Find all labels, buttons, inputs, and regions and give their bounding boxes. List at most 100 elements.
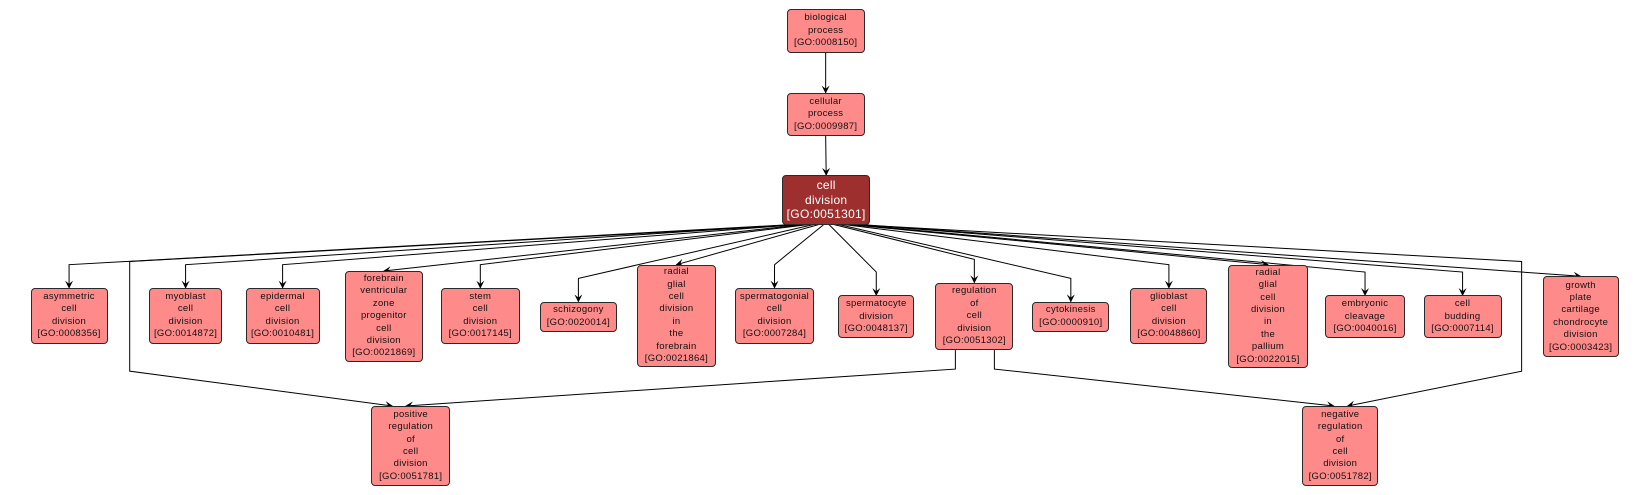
edge-arrow bbox=[770, 224, 824, 289]
edge-arrow bbox=[405, 350, 956, 410]
go-id: [GO:0048860] bbox=[1137, 328, 1201, 340]
term-name-line: division bbox=[1323, 458, 1358, 470]
term-name-line: embryonic bbox=[1341, 298, 1389, 310]
term-name-line: epidermal bbox=[260, 291, 305, 302]
term-name-line: of bbox=[406, 433, 415, 445]
go-id: [GO:0051302] bbox=[942, 334, 1006, 346]
edge-arrow bbox=[129, 224, 802, 409]
term-name-line: cartilage bbox=[1561, 304, 1600, 316]
edge-arrow bbox=[675, 224, 819, 267]
term-name-line: division bbox=[265, 315, 300, 327]
go-id: [GO:0010481] bbox=[250, 328, 315, 340]
term-name-line: cellular bbox=[809, 95, 842, 107]
term-name-line: cell bbox=[766, 303, 783, 315]
term-name-line: division bbox=[168, 315, 203, 327]
term-name-line: pallium bbox=[1251, 341, 1285, 353]
term-name-line: division bbox=[659, 303, 694, 315]
go-id: [GO:0051301] bbox=[786, 207, 866, 222]
go-id: [GO:0051781] bbox=[379, 470, 443, 482]
edge-arrow bbox=[839, 224, 1075, 303]
term-name-line: radial bbox=[663, 266, 689, 278]
go-id: [GO:0021864] bbox=[644, 353, 709, 365]
go-id: [GO:0000910] bbox=[1039, 316, 1103, 328]
term-name-line: negative bbox=[1321, 408, 1360, 420]
term-name-line: division bbox=[859, 310, 894, 322]
term-name-line: cell bbox=[472, 303, 489, 315]
term-name-line: process bbox=[807, 108, 844, 120]
term-name-line: cell bbox=[1454, 298, 1471, 310]
term-name-line: biological bbox=[804, 12, 847, 24]
term-name-line: cell bbox=[668, 291, 685, 302]
term-name-line: in bbox=[1264, 316, 1272, 328]
go-id: [GO:0040016] bbox=[1333, 323, 1397, 335]
go-id: [GO:0051782] bbox=[1308, 470, 1372, 482]
go-id: [GO:0009987] bbox=[794, 120, 858, 132]
term-name-line: radial bbox=[1255, 266, 1281, 278]
edge-arrow bbox=[278, 224, 798, 289]
term-name-line: forebrain bbox=[363, 272, 404, 284]
edge-arrow bbox=[860, 224, 1467, 297]
term-name-line: of bbox=[970, 297, 979, 309]
edge-arrow bbox=[383, 224, 803, 275]
go-id: [GO:0022015] bbox=[1236, 353, 1300, 365]
term-name-line: division bbox=[957, 322, 992, 334]
term-name-line: cell bbox=[177, 303, 194, 315]
edge-arrow bbox=[828, 224, 881, 297]
edge-arrow bbox=[844, 224, 1173, 289]
term-name-line: cytokinesis bbox=[1045, 304, 1096, 316]
term-name-line: process bbox=[807, 24, 844, 36]
go-id: [GO:0008356] bbox=[37, 328, 101, 340]
term-name-line: division bbox=[463, 315, 498, 327]
go-id: [GO:0008150] bbox=[794, 37, 858, 49]
go-id: [GO:0021869] bbox=[352, 347, 416, 359]
term-name-line: budding bbox=[1444, 310, 1481, 322]
go-id: [GO:0020014] bbox=[546, 316, 611, 328]
term-name-line: division bbox=[1563, 329, 1598, 341]
term-name-line: of bbox=[1335, 433, 1345, 445]
edge-arrow bbox=[854, 224, 1523, 409]
term-name-line: in bbox=[672, 315, 681, 327]
term-name-line: cell bbox=[274, 303, 291, 315]
term-name-line: schizogony bbox=[553, 304, 604, 316]
term-name-line: regulation bbox=[388, 421, 434, 433]
edge-arrow bbox=[181, 224, 793, 289]
edge-arrow bbox=[574, 224, 814, 303]
edge-arrow bbox=[822, 136, 831, 176]
go-id: [GO:0014872] bbox=[153, 328, 218, 340]
term-name-line: cell bbox=[402, 446, 419, 458]
term-name-line: cell bbox=[966, 310, 983, 322]
go-term-node[interactable]: schizogony[GO:0020014] bbox=[539, 301, 617, 333]
term-name-line: division bbox=[393, 458, 428, 470]
term-name-line: progenitor bbox=[360, 310, 407, 322]
go-id: [GO:0048137] bbox=[844, 323, 908, 335]
go-term-node[interactable]: cytokinesis[GO:0000910] bbox=[1032, 301, 1110, 333]
term-name-line: cleavage bbox=[1344, 310, 1386, 322]
term-name-line: spermatogonial bbox=[739, 291, 810, 302]
term-name-line: cell bbox=[376, 322, 392, 334]
term-name-line: spermatocyte bbox=[845, 298, 907, 310]
edge-arrow bbox=[476, 224, 809, 289]
go-id: [GO:0007114] bbox=[1431, 323, 1494, 335]
term-name-line: division bbox=[366, 334, 401, 346]
